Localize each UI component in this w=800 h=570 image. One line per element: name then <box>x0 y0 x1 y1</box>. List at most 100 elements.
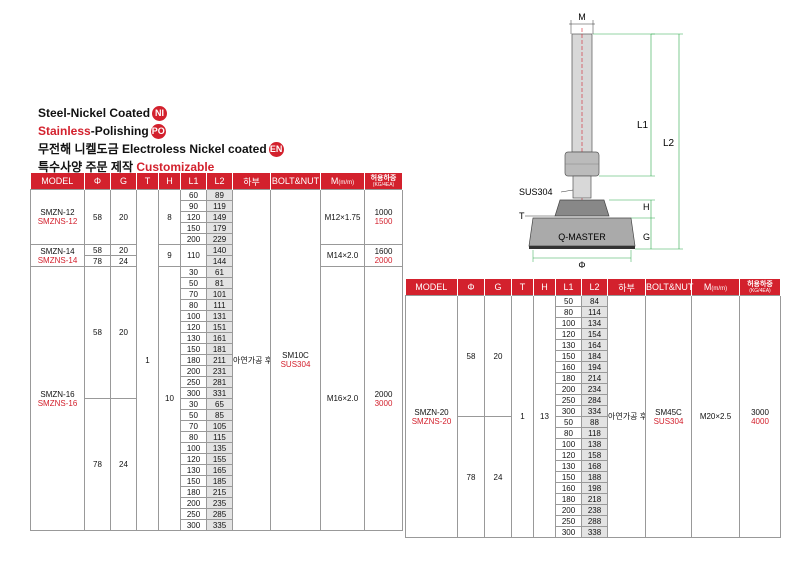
legend-stainless: Stainless-Polishing PO <box>38 123 166 139</box>
g-cell: 20 <box>484 295 512 417</box>
g-cell: 24 <box>484 416 512 538</box>
l2-cell: 154 <box>581 328 608 340</box>
base-cell: 아연가공 후 니켈도금 <box>232 189 271 531</box>
l2-cell: 85 <box>206 409 233 421</box>
l2-cell: 161 <box>206 332 233 344</box>
l1-cell: 80 <box>180 431 207 443</box>
l2-cell: 338 <box>581 526 608 538</box>
l1-cell: 150 <box>555 350 582 362</box>
table-header-row: MODEL Φ G T H L1 L2 하부 BOLT&NUT M(m/m) 허… <box>30 173 403 190</box>
l2-cell: 214 <box>581 372 608 384</box>
l1-cell: 50 <box>180 277 207 289</box>
l2-cell: 134 <box>581 317 608 329</box>
t-cell: 1 <box>511 295 534 538</box>
l2-cell: 135 <box>206 442 233 454</box>
l2-cell: 81 <box>206 277 233 289</box>
l2-cell: 229 <box>206 233 233 245</box>
base-cell: 아연가공 후 니켈도금 <box>607 295 646 538</box>
l1-cell: 50 <box>555 295 582 307</box>
po-badge: PO <box>150 123 166 139</box>
col-l2: L2 <box>581 279 608 296</box>
col-m: M(m/m) <box>320 173 365 190</box>
l1-cell: 60 <box>180 189 207 201</box>
l2-cell: 211 <box>206 354 233 366</box>
l2-cell: 168 <box>581 460 608 472</box>
l1-cell: 150 <box>180 222 207 234</box>
l2-cell: 215 <box>206 486 233 498</box>
l1-cell: 250 <box>555 394 582 406</box>
col-bolt: BOLT&NUT <box>270 173 321 190</box>
l2-cell: 65 <box>206 398 233 410</box>
legend-steel-nickel: Steel-Nickel Coated NI <box>38 104 284 122</box>
l2-cell: 114 <box>581 306 608 318</box>
l1-cell: 160 <box>555 361 582 373</box>
col-g: G <box>110 173 137 190</box>
l2-cell: 105 <box>206 420 233 432</box>
l1-cell: 100 <box>180 310 207 322</box>
legend-custom: 특수사양 주문 제작 Customizable <box>38 160 215 174</box>
ni-badge: NI <box>152 105 168 121</box>
phi-cell: 58 <box>84 244 111 256</box>
phi-cell: 78 <box>84 398 111 531</box>
l1-cell: 120 <box>180 453 207 465</box>
l2-cell: 288 <box>581 515 608 527</box>
l1-cell: 300 <box>555 405 582 417</box>
col-h: H <box>533 279 556 296</box>
l1-cell: 150 <box>180 475 207 487</box>
l2-cell: 119 <box>206 200 233 212</box>
l2-cell: 334 <box>581 405 608 417</box>
diagram-l1-label: L1 <box>637 120 649 131</box>
l2-cell: 284 <box>581 394 608 406</box>
phi-cell: 58 <box>84 189 111 245</box>
h-cell: 10 <box>158 266 181 531</box>
h-cell: 8 <box>158 189 181 245</box>
l1-cell: 80 <box>555 306 582 318</box>
l1-cell: 130 <box>180 332 207 344</box>
l1-cell: 200 <box>555 383 582 395</box>
l1-cell: 200 <box>180 497 207 509</box>
col-load: 허용하중(KG/4EA) <box>364 173 403 190</box>
l1-cell: 50 <box>555 416 582 428</box>
l2-cell: 235 <box>206 497 233 509</box>
l2-cell: 181 <box>206 343 233 355</box>
col-bolt: BOLT&NUT <box>645 279 693 296</box>
l1-cell: 130 <box>180 464 207 476</box>
col-t: T <box>511 279 534 296</box>
t-cell: 1 <box>136 189 159 531</box>
col-base: 하부 <box>232 173 271 190</box>
l2-cell: 238 <box>581 504 608 516</box>
l1-cell: 100 <box>555 317 582 329</box>
spec-table-20: MODEL Φ G T H L1 L2 하부 BOLT&NUT M(m/m) 허… <box>405 279 781 538</box>
l2-cell: 331 <box>206 387 233 399</box>
l1-cell: 200 <box>180 365 207 377</box>
phi-cell: 78 <box>84 255 111 267</box>
g-cell: 24 <box>110 255 137 267</box>
l2-cell: 111 <box>206 299 233 311</box>
l2-cell: 188 <box>581 471 608 483</box>
l1-cell: 110 <box>180 244 207 267</box>
l2-cell: 194 <box>581 361 608 373</box>
l2-cell: 88 <box>581 416 608 428</box>
l2-cell: 185 <box>206 475 233 487</box>
l2-cell: 231 <box>206 365 233 377</box>
l1-cell: 200 <box>180 233 207 245</box>
l2-cell: 155 <box>206 453 233 465</box>
l1-cell: 150 <box>180 343 207 355</box>
